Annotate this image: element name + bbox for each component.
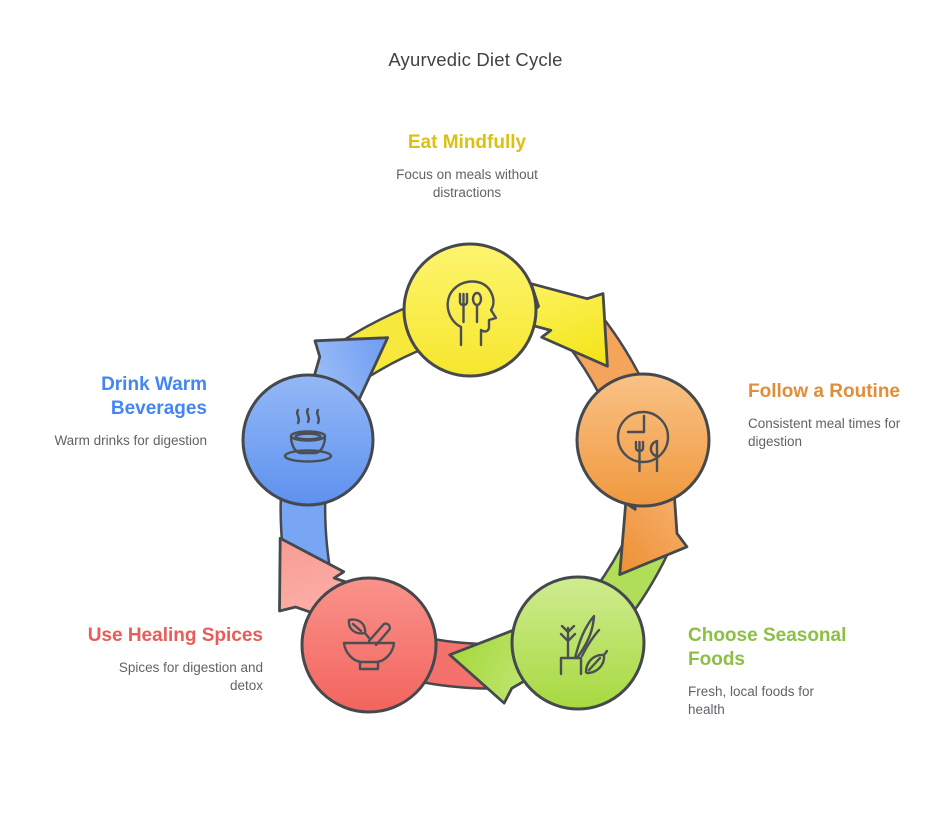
step-nodes [241, 242, 711, 714]
step-block-choose-seasonal: Choose Seasonal Foods Fresh, local foods… [688, 624, 868, 719]
step-label: Use Healing Spices [87, 625, 263, 646]
step-description: Consistent meal times for digestion [748, 416, 901, 450]
mortar-pestle-icon [342, 618, 396, 671]
step-description: Fresh, local foods for health [688, 684, 815, 718]
step-description: Warm drinks for digestion [54, 433, 207, 449]
step-label: Drink Warm Beverages [101, 374, 207, 420]
step-block-use-spices: Use Healing Spices Spices for digestion … [63, 624, 263, 695]
step-block-follow-routine: Follow a Routine Consistent meal times f… [748, 380, 930, 451]
step-block-drink-warm: Drink Warm Beverages Warm drinks for dig… [15, 373, 207, 450]
node-choose-seasonal [510, 575, 646, 711]
step-block-eat-mindfully: Eat Mindfully Focus on meals without dis… [342, 131, 592, 202]
steaming-cup-icon [283, 407, 333, 463]
step-label: Follow a Routine [748, 381, 900, 402]
clock-with-utensils-icon [616, 410, 670, 473]
step-description: Spices for digestion and detox [118, 660, 263, 694]
plants-and-leaf-icon [559, 614, 609, 676]
node-eat-mindfully [402, 242, 538, 378]
step-label: Eat Mindfully [407, 132, 527, 153]
head-with-utensils-icon [446, 280, 498, 347]
step-label: Choose Seasonal Foods [688, 625, 847, 671]
node-use-spices [300, 576, 438, 714]
diagram-title: Ayurvedic Diet Cycle [388, 49, 563, 70]
step-description: Focus on meals without distractions [396, 167, 538, 201]
node-icons [283, 280, 670, 676]
node-follow-routine [575, 372, 711, 508]
